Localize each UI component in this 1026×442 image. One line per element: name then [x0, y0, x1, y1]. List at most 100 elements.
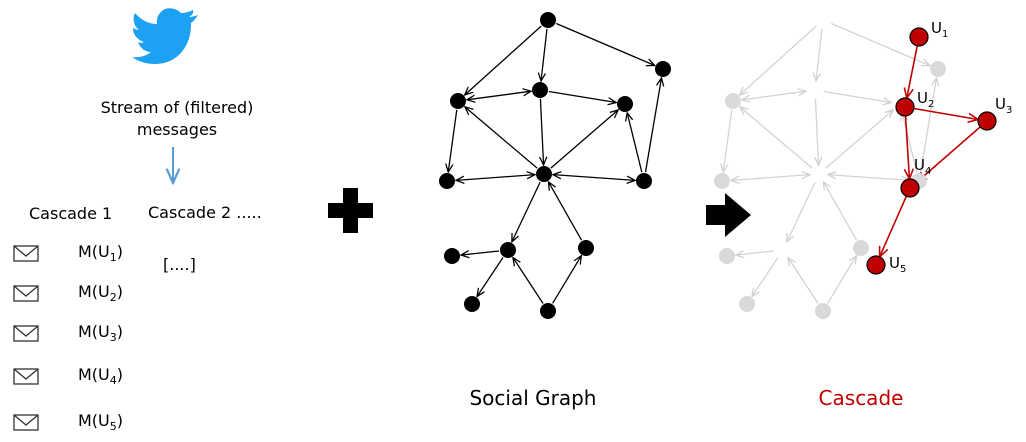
graph-node	[439, 173, 455, 189]
graph-edge	[816, 28, 823, 81]
graph-edge	[752, 257, 779, 296]
cascade2-title: Cascade 2 .....	[148, 203, 262, 222]
graph-node	[540, 303, 556, 319]
cascade-user-label: U1	[931, 19, 948, 40]
message-row: M(U3)	[13, 322, 123, 344]
graph-edge	[823, 182, 858, 241]
envelope-icon	[13, 325, 39, 342]
graph-edge	[553, 175, 635, 181]
graph-edge	[644, 78, 662, 173]
graph-node	[853, 240, 869, 256]
graph-node	[636, 173, 652, 189]
graph-edge	[736, 251, 775, 255]
graph-node	[500, 242, 516, 258]
graph-edge	[550, 110, 618, 169]
graph-edge	[627, 113, 643, 173]
cascade-edge	[880, 195, 908, 257]
graph-edge	[461, 251, 500, 255]
graph-edge	[731, 175, 810, 181]
stream-label-line2: messages	[137, 120, 217, 139]
stream-label-line1: Stream of (filtered)	[101, 98, 254, 117]
graph-edge	[465, 107, 538, 169]
message-label: M(U2)	[78, 282, 123, 304]
graph-node	[536, 166, 552, 182]
cascade-edge	[906, 115, 910, 179]
message-row: M(U1)	[13, 242, 123, 264]
graph-edge	[902, 113, 918, 173]
message-row: M(U4)	[13, 365, 123, 387]
message-label: M(U5)	[78, 411, 123, 433]
graph-edge	[552, 256, 582, 304]
message-label: M(U1)	[78, 242, 123, 264]
cascade-edge	[907, 45, 919, 98]
graph-edge	[456, 175, 535, 181]
message-label: M(U4)	[78, 365, 123, 387]
envelope-icon	[13, 285, 39, 302]
envelope-icon	[13, 245, 39, 262]
graph-node	[617, 96, 633, 112]
cascade-user-label: U4	[914, 156, 931, 177]
graph-node	[714, 173, 730, 189]
message-list: M(U1) M(U2) M(U3) M(U4) M(U5)	[13, 242, 123, 433]
graph-edge	[548, 182, 583, 241]
social-graph-caption: Social Graph	[469, 386, 596, 410]
graph-edge	[723, 109, 733, 172]
graph-edge	[831, 22, 929, 66]
cascade-user-label: U5	[889, 254, 906, 275]
cascade-user-label: U3	[995, 95, 1012, 116]
message-label: M(U3)	[78, 322, 123, 344]
cascade-user-node	[909, 27, 929, 47]
graph-edge	[740, 107, 813, 169]
graph-edge	[827, 256, 857, 304]
graph-edge	[740, 25, 817, 95]
cascade-edge	[913, 107, 978, 120]
graph-edge	[448, 109, 458, 172]
graph-edge	[465, 25, 542, 95]
graph-node	[725, 93, 741, 109]
cascade-user-node	[977, 111, 997, 131]
cascade-user-node	[900, 178, 920, 198]
graph-edge	[477, 257, 504, 296]
graph-edge	[919, 78, 937, 173]
cascade2-placeholder: [....]	[163, 255, 196, 274]
graph-node	[578, 240, 594, 256]
message-row: M(U2)	[13, 282, 123, 304]
plus-icon	[328, 188, 373, 233]
graph-edge	[825, 110, 893, 169]
graph-node	[464, 296, 480, 312]
graph-edge	[787, 181, 816, 242]
message-row: M(U5)	[13, 411, 123, 433]
graph-edge	[556, 22, 654, 66]
graph-edge	[512, 181, 541, 242]
cascade1-title: Cascade 1	[29, 204, 112, 223]
graph-node	[719, 248, 735, 264]
cascade-edge	[917, 126, 981, 182]
graph-edge	[513, 258, 544, 304]
graph-edge	[540, 98, 543, 165]
graph-node	[739, 296, 755, 312]
graph-node	[815, 303, 831, 319]
graph-edge	[828, 175, 910, 181]
graph-edge	[815, 98, 818, 165]
graph-edge	[548, 90, 616, 102]
graph-edge	[742, 91, 806, 100]
graph-node	[655, 61, 671, 77]
graph-edge	[788, 258, 819, 304]
cascade-user-node	[895, 97, 915, 117]
cascade-caption: Cascade	[819, 386, 904, 410]
graph-node	[450, 93, 466, 109]
envelope-icon	[13, 368, 39, 385]
twitter-bird-icon	[132, 8, 198, 65]
graph-node	[532, 82, 548, 98]
right-arrow-icon	[706, 193, 751, 237]
graph-edge	[823, 90, 891, 102]
graph-node	[930, 61, 946, 77]
cascade-user-node	[866, 255, 886, 275]
graph-node	[444, 248, 460, 264]
cascade-user-label: U2	[917, 89, 934, 110]
social-graph	[439, 12, 671, 319]
graph-edge	[467, 91, 531, 100]
envelope-icon	[13, 414, 39, 431]
